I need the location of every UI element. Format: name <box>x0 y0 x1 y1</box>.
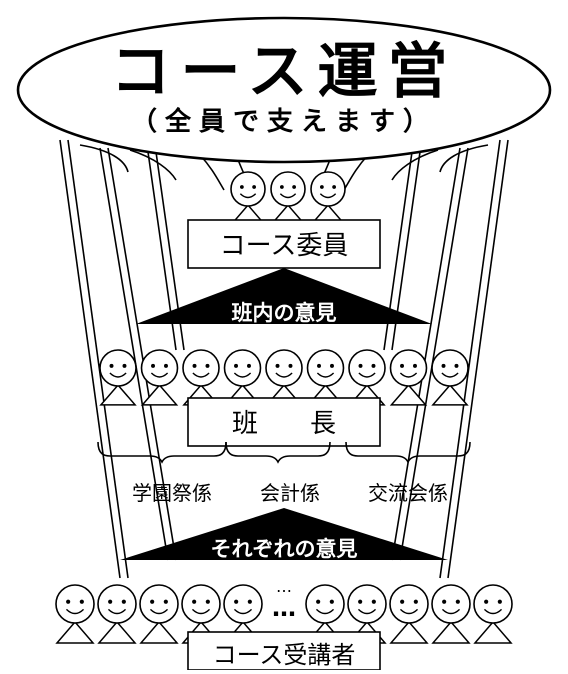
leaders-label: 班 長 <box>232 409 336 439</box>
smiley-face-icon <box>99 349 137 406</box>
smiley-face-icon <box>182 349 220 406</box>
leader-members <box>99 349 469 406</box>
role-label: 会計係 <box>260 481 320 505</box>
smiley-face-icon <box>306 349 345 406</box>
smiley-face-icon <box>431 349 469 406</box>
committee-box <box>187 219 381 269</box>
smiley-face-icon <box>139 584 179 644</box>
students-label: コース受講者 <box>213 641 356 669</box>
role-label: 学園祭係 <box>132 481 212 505</box>
role-labels: 学園祭係 会計係 交流会係 <box>132 481 448 505</box>
lower-arrow <box>120 508 448 560</box>
role-label: 交流会係 <box>368 481 448 505</box>
smiley-face-icon <box>97 584 137 644</box>
ellipsis-mark: … <box>272 594 296 622</box>
upper-arrow-label: 班内の意見 <box>232 301 337 325</box>
header-title: コース運営 <box>111 37 458 107</box>
smiley-face-icon <box>310 171 346 225</box>
smiley-face-icon <box>223 349 262 406</box>
smiley-face-icon <box>265 349 303 406</box>
smiley-face-icon <box>55 584 95 644</box>
smiley-face-icon <box>348 349 386 406</box>
students-box <box>187 631 381 671</box>
smiley-face-icon <box>140 349 179 406</box>
smiley-face-icon <box>431 584 471 644</box>
committee-label: コース委員 <box>220 231 349 261</box>
smiley-face-icon <box>389 584 429 644</box>
smiley-face-icon <box>270 171 306 225</box>
role-braces <box>97 441 471 464</box>
header-subtitle: （全員で支えます） <box>131 106 437 137</box>
leaders-box <box>187 397 381 447</box>
ellipsis-mark: … <box>276 577 292 596</box>
header-ellipse <box>16 16 552 164</box>
support-lines <box>59 139 509 579</box>
committee-members <box>230 171 346 225</box>
lower-arrow-label: それぞれの意見 <box>211 537 358 561</box>
upper-arrow <box>136 268 432 324</box>
smiley-face-icon <box>230 171 266 225</box>
smiley-face-icon <box>389 349 428 406</box>
smiley-face-icon <box>473 584 513 644</box>
